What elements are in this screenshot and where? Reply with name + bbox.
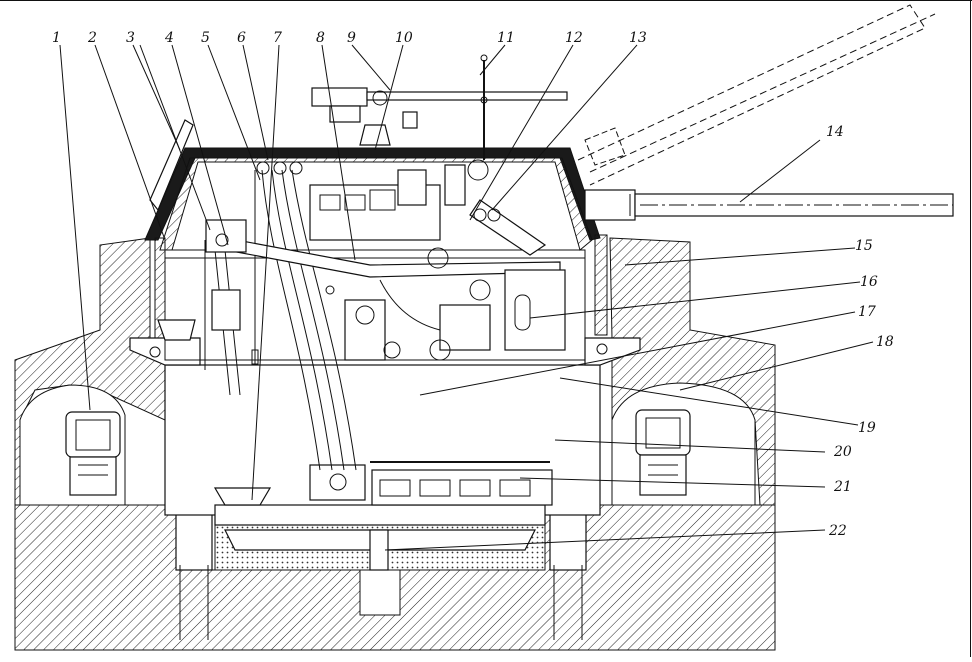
callout-16: 16	[860, 274, 878, 290]
callout-14: 14	[826, 124, 844, 140]
callout-1: 1	[52, 30, 61, 46]
callout-7: 7	[273, 30, 282, 46]
callout-5: 5	[201, 30, 210, 46]
callout-20: 20	[833, 444, 852, 460]
callout-13: 13	[629, 30, 647, 46]
roof-machine-gun	[311, 87, 568, 146]
callout-21: 21	[833, 479, 852, 495]
callout-6: 6	[237, 30, 246, 46]
callout-3: 3	[126, 30, 135, 46]
gun-rotation-drive	[157, 289, 241, 341]
leader-lines	[59, 44, 874, 551]
callout-labels: 1 2 3 4 5 6 7 8 9 10 11 12 13 14 15 16 1…	[52, 30, 894, 539]
callout-22: 22	[828, 523, 847, 539]
callout-11: 11	[497, 30, 515, 46]
periscope-post	[467, 54, 489, 181]
callout-10: 10	[395, 30, 413, 46]
callout-17: 17	[858, 304, 876, 320]
callout-2: 2	[87, 30, 97, 46]
ammunition-hoist	[204, 169, 357, 471]
callout-8: 8	[316, 30, 325, 46]
main-gun	[577, 4, 954, 221]
callout-9: 9	[347, 30, 356, 46]
callout-19: 19	[858, 420, 876, 436]
callout-15: 15	[855, 238, 873, 254]
callout-12: 12	[565, 30, 583, 46]
callout-4: 4	[164, 30, 174, 46]
breech-mechanisms	[205, 161, 566, 361]
left-casemate-unit	[65, 411, 121, 496]
callout-18: 18	[876, 334, 894, 350]
lower-rotating-body	[164, 364, 601, 571]
